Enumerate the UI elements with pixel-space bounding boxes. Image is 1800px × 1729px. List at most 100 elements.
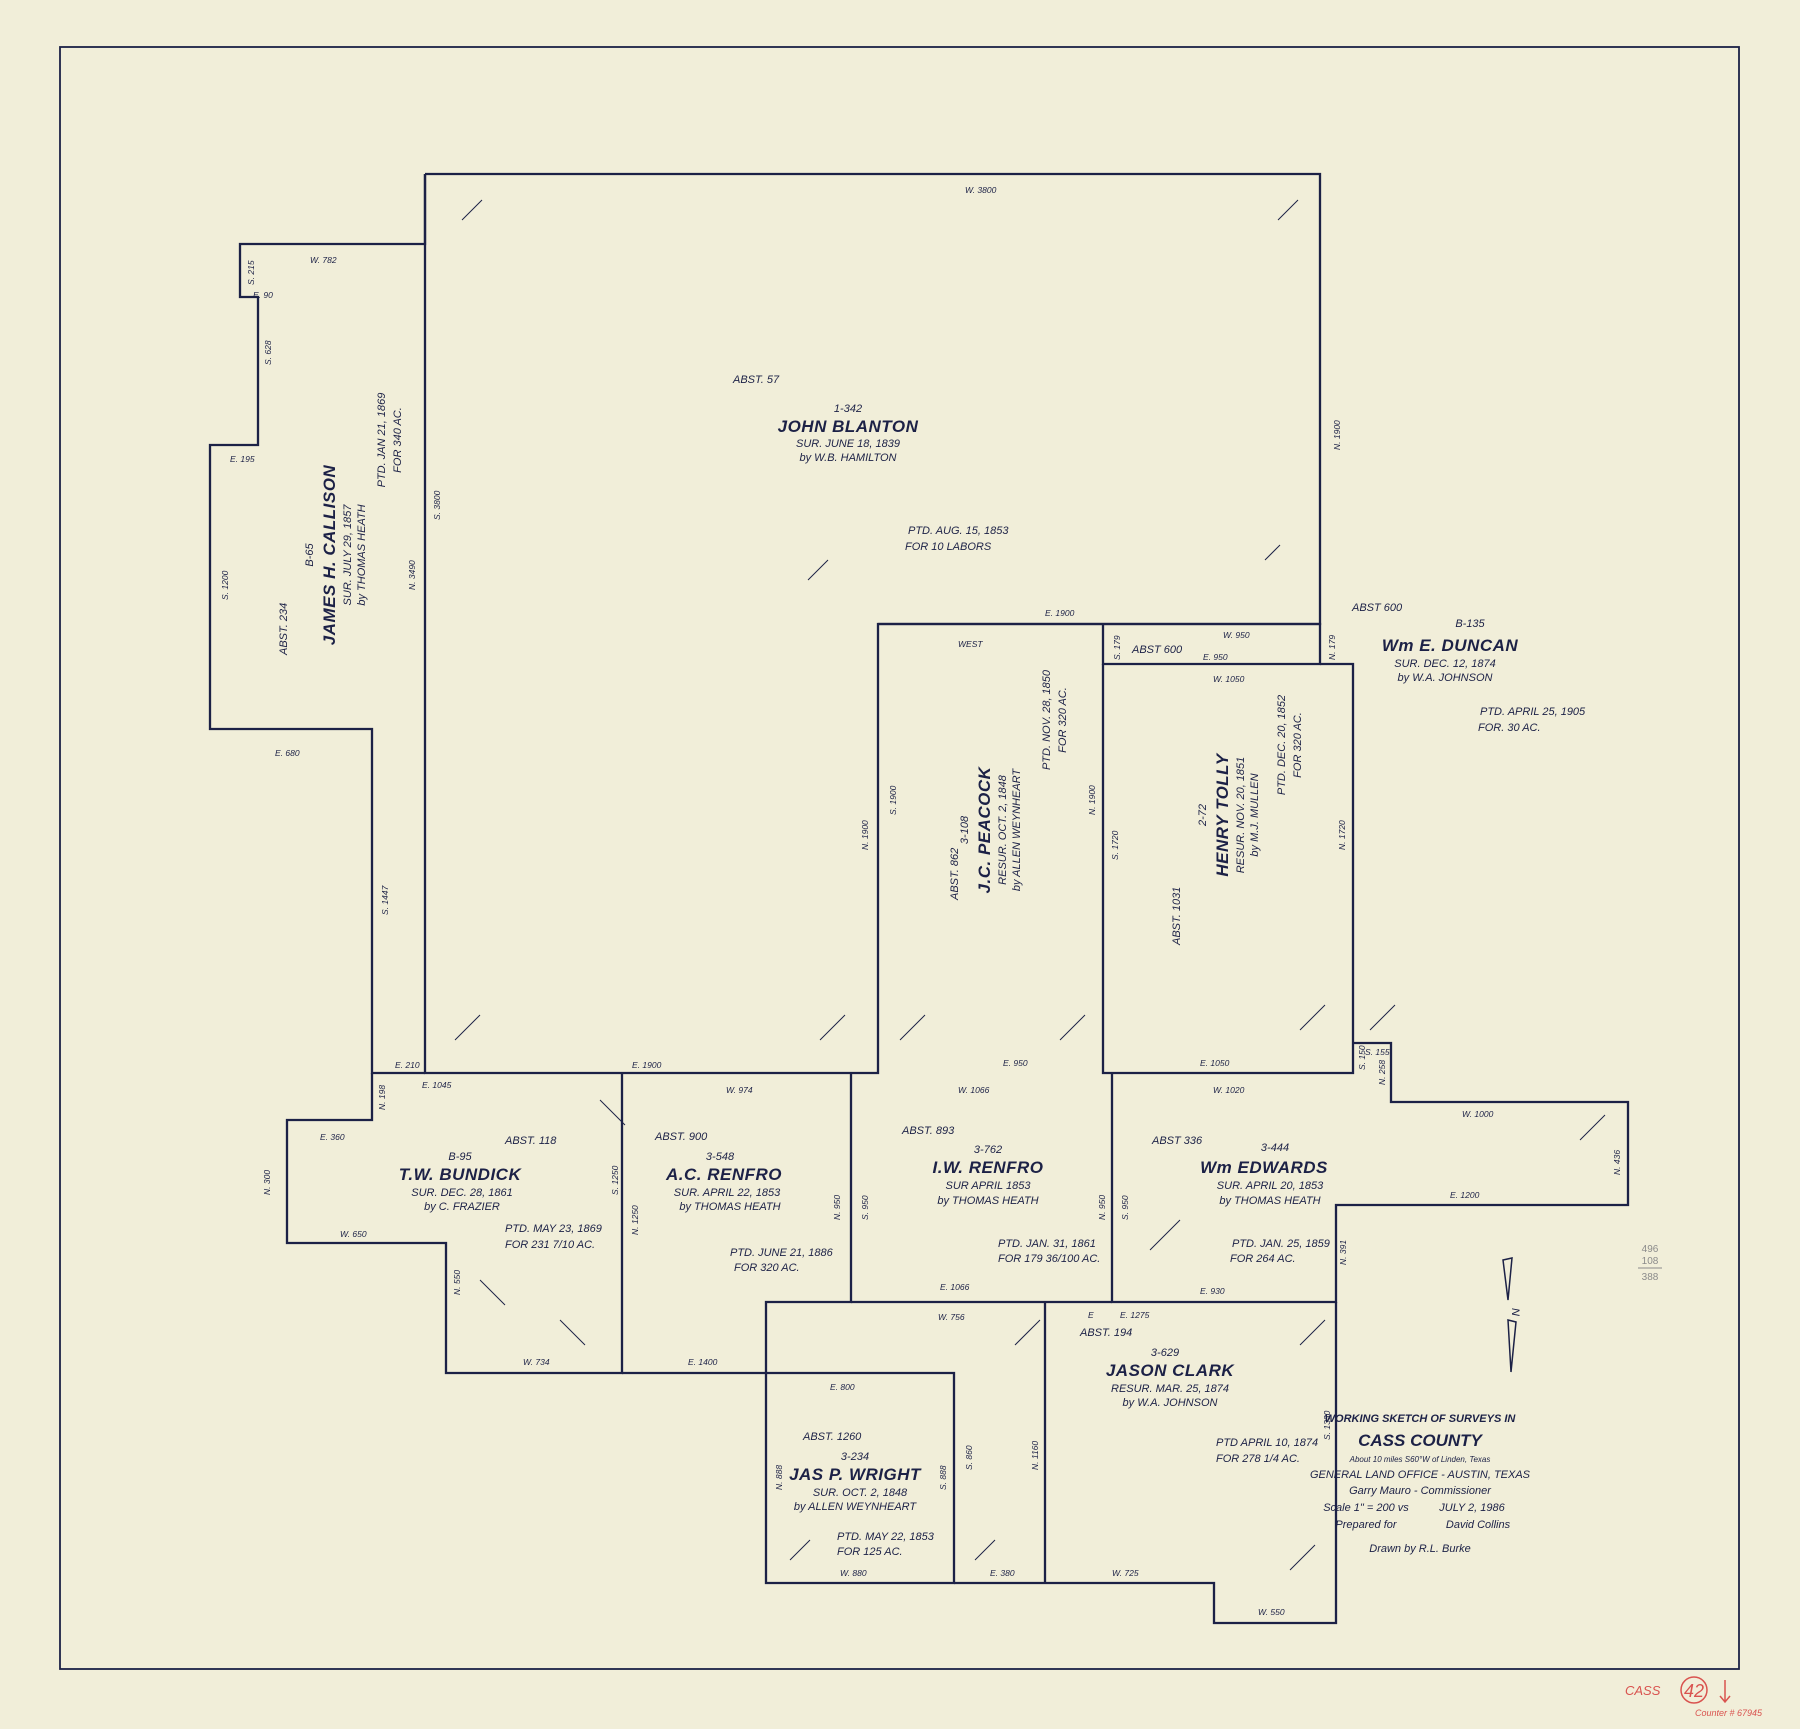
call-s179: S. 179 <box>1112 635 1122 660</box>
duncan-abst: ABST 600 <box>1351 602 1403 614</box>
call-n3490: N. 3490 <box>407 560 417 590</box>
call-w650: W. 650 <box>340 1229 367 1239</box>
call-s950-b: S. 950 <box>1120 1195 1130 1220</box>
title-commissioner: Garry Mauro - Commissioner <box>1349 1485 1492 1497</box>
call-e1275: E. 1275 <box>1120 1310 1150 1320</box>
survey-boundaries <box>208 172 1630 1625</box>
callison-patent-group: PTD. JAN 21, 1869 FOR 340 AC. <box>376 393 404 488</box>
call-w1050: W. 1050 <box>1213 674 1245 684</box>
peacock-patent-group: PTD. NOV. 28, 1850 FOR 320 AC. <box>1041 669 1069 770</box>
call-s1447: S. 1447 <box>380 885 390 915</box>
acrenfro-name: A.C. RENFRO <box>665 1165 782 1184</box>
call-e1900: E. 1900 <box>1045 608 1075 618</box>
call-n888: N. 888 <box>774 1465 784 1490</box>
callison-boundary <box>208 174 427 1075</box>
clark-surveyor: by W.A. JOHNSON <box>1123 1397 1218 1409</box>
title-block: WORKING SKETCH OF SURVEYS IN CASS COUNTY… <box>1310 1413 1531 1555</box>
peacock-area: FOR 320 AC. <box>1057 687 1069 753</box>
tolly-area: FOR 320 AC. <box>1292 712 1304 778</box>
call-e1045: E. 1045 <box>422 1080 452 1090</box>
call-e950-b: E. 950 <box>1003 1058 1028 1068</box>
corner-ticks <box>454 199 1606 1571</box>
iwrenfro-survey: SUR APRIL 1853 <box>946 1180 1032 1192</box>
call-e1066: E. 1066 <box>940 1282 970 1292</box>
call-e1050: E. 1050 <box>1200 1058 1230 1068</box>
call-west: WEST <box>958 639 983 649</box>
counter-number: Counter # 67945 <box>1695 1708 1763 1718</box>
call-s1900: S. 1900 <box>888 785 898 815</box>
tolly-name: HENRY TOLLY <box>1213 752 1232 876</box>
acrenfro-survey: SUR. APRIL 22, 1853 <box>674 1187 781 1199</box>
call-e380: E. 380 <box>990 1568 1015 1578</box>
edwards-number: 3-444 <box>1261 1142 1289 1154</box>
call-n179: N. 179 <box>1327 635 1337 660</box>
call-w725: W. 725 <box>1112 1568 1139 1578</box>
call-n198: N. 198 <box>377 1085 387 1110</box>
callison-name: JAMES H. CALLISON <box>320 465 339 646</box>
peacock-number: 3-108 <box>959 815 971 844</box>
title-line-1: WORKING SKETCH OF SURVEYS IN <box>1325 1413 1517 1425</box>
title-county: CASS COUNTY <box>1358 1431 1483 1450</box>
call-n1720: N. 1720 <box>1337 820 1347 850</box>
call-n1900-b: N. 1900 <box>860 820 870 850</box>
map-border <box>59 46 1740 1670</box>
iwrenfro-area: FOR 179 36/100 AC. <box>998 1253 1100 1265</box>
call-n950-b: N. 950 <box>1097 1195 1107 1220</box>
wright-surveyor: by ALLEN WEYNHEART <box>794 1501 918 1513</box>
call-n950-a: N. 950 <box>832 1195 842 1220</box>
call-w950: W. 950 <box>1223 630 1250 640</box>
callison-survey: SUR. JULY 29, 1857 <box>342 504 354 606</box>
clark-name: JASON CLARK <box>1106 1361 1236 1380</box>
edwards-patent: PTD. JAN. 25, 1859 <box>1232 1238 1330 1250</box>
call-e800: E. 800 <box>830 1382 855 1392</box>
duncan-patent: PTD. APRIL 25, 1905 <box>1480 706 1586 718</box>
duncan-number: B-135 <box>1455 618 1485 630</box>
margin-notes: 496 108 388 CASS 42 Counter # 67945 <box>1625 1244 1763 1718</box>
acrenfro-boundary <box>622 1073 853 1375</box>
title-date: JULY 2, 1986 <box>1438 1502 1505 1514</box>
wright-survey: SUR. OCT. 2, 1848 <box>813 1487 908 1499</box>
duncan-area: FOR. 30 AC. <box>1478 722 1541 734</box>
north-arrow: N <box>1502 1257 1521 1373</box>
peacock-patent: PTD. NOV. 28, 1850 <box>1041 669 1053 770</box>
sheet-number: 42 <box>1684 1681 1704 1701</box>
acrenfro-abst: ABST. 900 <box>654 1131 708 1143</box>
wright-area: FOR 125 AC. <box>837 1546 903 1558</box>
blanton-area: FOR 10 LABORS <box>905 541 992 553</box>
peacock-label-group: 3-108 J.C. PEACOCK RESUR. OCT. 2, 1848 b… <box>959 765 1023 893</box>
duncan-name: Wm E. DUNCAN <box>1382 636 1519 655</box>
call-w3800: W. 3800 <box>965 185 997 195</box>
call-s3800: S. 3800 <box>432 490 442 520</box>
iwrenfro-surveyor: by THOMAS HEATH <box>937 1195 1038 1207</box>
edwards-survey: SUR. APRIL 20, 1853 <box>1217 1180 1324 1192</box>
bundick-surveyor: by C. FRAZIER <box>424 1201 500 1213</box>
call-e1400: E. 1400 <box>688 1357 718 1367</box>
clark-number: 3-629 <box>1151 1347 1179 1359</box>
peacock-surveyor: by ALLEN WEYNHEART <box>1011 768 1023 892</box>
call-n300: N. 300 <box>262 1170 272 1195</box>
acrenfro-patent: PTD. JUNE 21, 1886 <box>730 1247 834 1259</box>
clark-abst: ABST. 194 <box>1079 1327 1132 1339</box>
iwrenfro-patent: PTD. JAN. 31, 1861 <box>998 1238 1096 1250</box>
callison-surveyor: by THOMAS HEATH <box>356 504 368 605</box>
call-s215: S. 215 <box>246 260 256 285</box>
edwards-name: Wm EDWARDS <box>1200 1158 1328 1177</box>
edwards-boundary <box>1110 1041 1630 1304</box>
wright-name: JAS P. WRIGHT <box>789 1465 922 1484</box>
call-n1160: N. 1160 <box>1030 1441 1040 1470</box>
peacock-tolly-boundary <box>878 622 1322 666</box>
peacock-survey: RESUR. OCT. 2, 1848 <box>997 774 1009 885</box>
call-s1330: S. 1330 <box>1322 1410 1332 1440</box>
call-s888: S. 888 <box>938 1465 948 1490</box>
tolly-label-group: 2-72 HENRY TOLLY RESUR. NOV. 20, 1851 by… <box>1197 752 1261 876</box>
call-n258: N. 258 <box>1377 1060 1387 1085</box>
iwrenfro-name: I.W. RENFRO <box>933 1158 1044 1177</box>
call-n550: N. 550 <box>452 1270 462 1295</box>
call-s950-a: S. 950 <box>860 1195 870 1220</box>
duncan-survey: SUR. DEC. 12, 1874 <box>1394 658 1496 670</box>
duncan-surveyor: by W.A. JOHNSON <box>1398 672 1493 684</box>
callison-abst: ABST. 234 <box>278 603 290 656</box>
callison-label-group: JAMES H. CALLISON B-65 SUR. JULY 29, 185… <box>304 465 368 646</box>
bundick-number: B-95 <box>448 1151 472 1163</box>
